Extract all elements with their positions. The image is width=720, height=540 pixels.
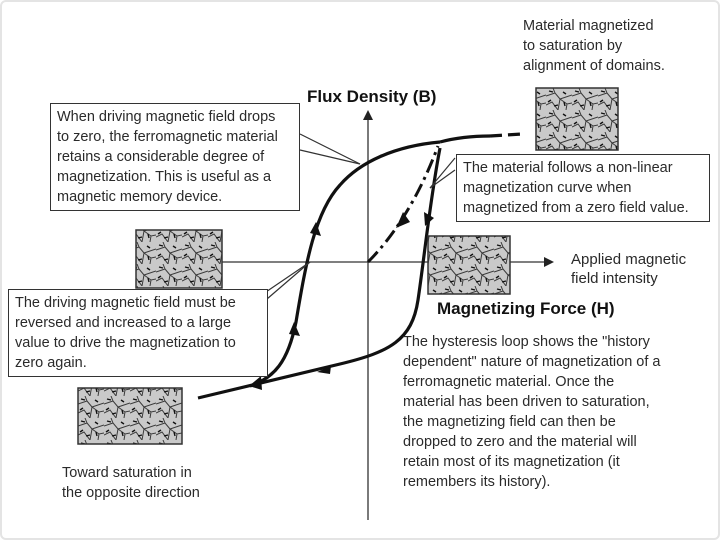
arrow-icon xyxy=(249,376,262,390)
arrow-icon xyxy=(396,212,410,228)
domain-grid-icon xyxy=(78,388,182,444)
x-axis-title: Magnetizing Force (H) xyxy=(437,299,615,319)
note-bottom-left: Toward saturation in the opposite direct… xyxy=(62,463,262,503)
domain-grid-icon xyxy=(536,88,618,150)
domain-grid-icon xyxy=(428,236,510,294)
note-coercive: The driving magnetic field must be rever… xyxy=(8,289,268,377)
x-arrow-label: Applied magnetic field intensity xyxy=(571,250,686,288)
saturation-dashed xyxy=(490,134,522,136)
note-hysteresis: The hysteresis loop shows the "history d… xyxy=(403,332,707,492)
note-nonlinear: The material follows a non-linear magnet… xyxy=(456,154,710,222)
note-remanence: When driving magnetic field drops to zer… xyxy=(50,103,300,211)
note-top-right: Material magnetized to saturation by ali… xyxy=(523,16,713,76)
y-axis-title: Flux Density (B) xyxy=(307,87,436,107)
domain-grid-icon xyxy=(136,230,222,288)
arrow-icon xyxy=(289,322,300,336)
loop-top-tail xyxy=(440,136,490,142)
